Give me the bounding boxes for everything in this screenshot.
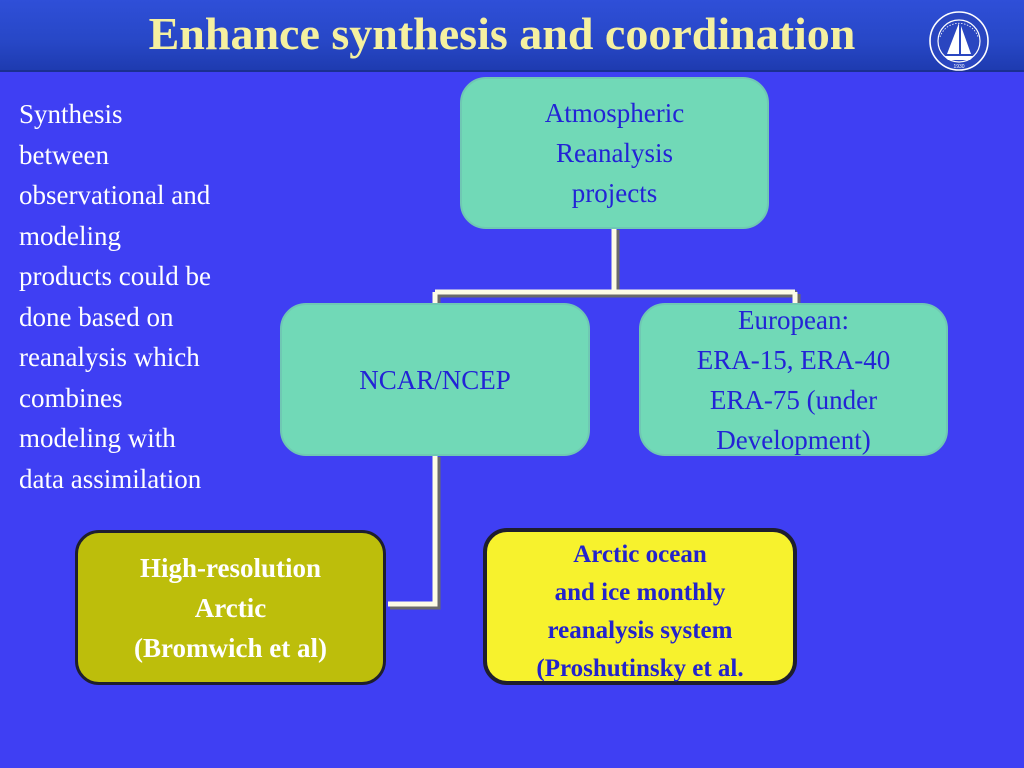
node-label: Atmospheric xyxy=(544,98,685,128)
side-text-line: observational and xyxy=(19,180,211,210)
side-text-line: modeling xyxy=(19,220,121,251)
node-label: ERA-15, ERA-40 xyxy=(696,344,891,375)
node-label: High-resolution xyxy=(139,552,322,583)
node-label: projects xyxy=(571,178,658,208)
sailboat-seal-logo-icon: 1930 xyxy=(929,11,989,71)
node-label: Reanalysis xyxy=(556,138,673,168)
connector-ncar-down xyxy=(388,455,438,607)
logo-year: 1930 xyxy=(953,64,964,70)
high-resolution-arctic-node: High-resolution Arctic (Bromwich et al) xyxy=(75,530,386,685)
node-label: Arctic xyxy=(194,592,267,623)
node-label: (Proshutinsky et al. xyxy=(536,655,744,682)
node-label: NCAR/NCEP xyxy=(359,364,511,395)
node-label: Development) xyxy=(716,424,871,455)
side-text-line: products could be xyxy=(19,261,211,291)
arctic-ocean-reanalysis-node: Arctic ocean and ice monthly reanalysis … xyxy=(483,528,797,685)
side-text-line: data assimilation xyxy=(19,463,202,494)
side-text-line: reanalysis which xyxy=(19,342,200,372)
node-label: and ice monthly xyxy=(554,579,726,606)
side-text-line: Synthesis xyxy=(19,99,123,129)
side-text-line: between xyxy=(19,139,109,170)
node-label: reanalysis system xyxy=(547,617,733,644)
side-text-line: done based on xyxy=(19,301,174,332)
atmospheric-reanalysis-node: Atmospheric Reanalysis projects xyxy=(460,77,769,229)
node-label: ERA-75 (under xyxy=(709,384,878,415)
node-label: European: xyxy=(738,304,849,335)
side-text-line: modeling with xyxy=(19,423,176,453)
title-bar: Enhance synthesis and coordination 1930 xyxy=(0,0,1024,72)
connector-ncar-down xyxy=(390,457,441,610)
synthesis-description: Synthesis between observational and mode… xyxy=(19,94,269,499)
ncar-ncep-node: NCAR/NCEP xyxy=(280,303,590,456)
side-text-line: combines xyxy=(19,382,123,413)
node-label: Arctic ocean xyxy=(573,541,707,568)
european-reanalysis-node: European: ERA-15, ERA-40 ERA-75 (under D… xyxy=(639,303,948,456)
node-label: (Bromwich et al) xyxy=(134,632,327,663)
page-title: Enhance synthesis and coordination xyxy=(148,8,856,59)
